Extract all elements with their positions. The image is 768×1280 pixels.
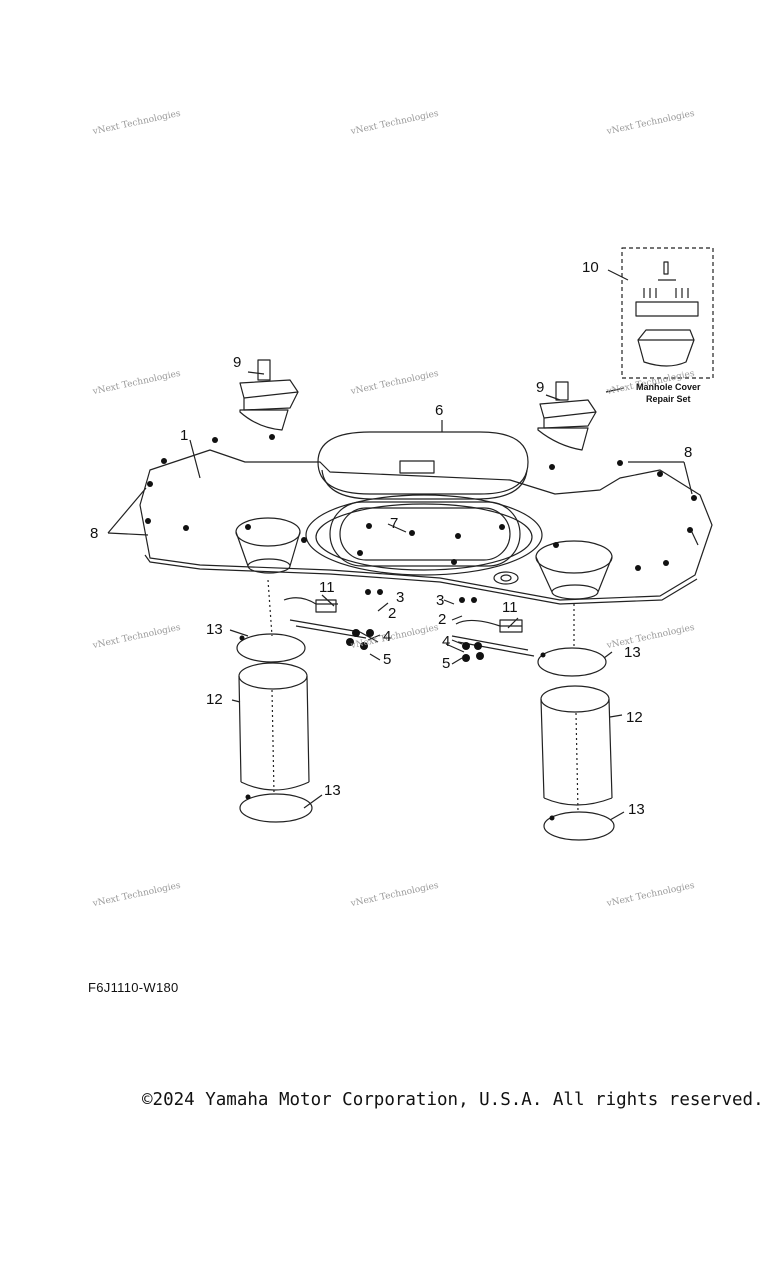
ring-13-left-bottom bbox=[239, 793, 313, 823]
callout-2: 2 bbox=[438, 611, 447, 628]
deck-plate bbox=[139, 449, 713, 601]
left-hole bbox=[235, 517, 301, 547]
callout-5: 5 bbox=[442, 655, 451, 672]
ring-13-left-top bbox=[236, 633, 306, 663]
callout-5: 5 bbox=[383, 651, 392, 668]
repair-set-label-line2: Repair Set bbox=[646, 394, 691, 404]
callout-7: 7 bbox=[390, 515, 399, 532]
callout-9: 9 bbox=[536, 379, 545, 396]
ring-13-right-bottom bbox=[543, 811, 615, 841]
ring-13-right-top bbox=[537, 647, 607, 677]
manhole-gasket bbox=[305, 494, 543, 576]
callout-12: 12 bbox=[206, 691, 223, 708]
callout-6: 6 bbox=[435, 402, 444, 419]
pickup-right bbox=[537, 381, 597, 451]
callout-13: 13 bbox=[628, 801, 645, 818]
callout-11: 11 bbox=[319, 579, 335, 596]
spring-left bbox=[283, 597, 338, 605]
diagram-code: F6J1110-W180 bbox=[88, 980, 179, 995]
callout-3: 3 bbox=[436, 592, 445, 609]
tube-12-left-top bbox=[238, 662, 308, 690]
right-hole bbox=[535, 540, 613, 574]
callout-1: 1 bbox=[180, 427, 189, 444]
callout-4: 4 bbox=[442, 633, 451, 650]
manhole-cover bbox=[317, 431, 529, 495]
repair-set-box bbox=[621, 247, 714, 379]
callout-3: 3 bbox=[396, 589, 405, 606]
callout-10: 10 bbox=[582, 259, 599, 276]
callout-8: 8 bbox=[90, 525, 99, 542]
pickup-left bbox=[239, 359, 299, 431]
callout-13: 13 bbox=[324, 782, 341, 799]
callout-2: 2 bbox=[388, 605, 397, 622]
callout-9: 9 bbox=[233, 354, 242, 371]
callout-4: 4 bbox=[383, 628, 392, 645]
tube-12-right-top bbox=[540, 685, 610, 713]
callout-12: 12 bbox=[626, 709, 643, 726]
callout-13: 13 bbox=[206, 621, 223, 638]
callout-8: 8 bbox=[684, 444, 693, 461]
copyright-notice: ©2024 Yamaha Motor Corporation, U.S.A. A… bbox=[142, 1090, 764, 1110]
callout-11: 11 bbox=[502, 599, 518, 616]
repair-set-label: Manhole Cover bbox=[636, 382, 701, 392]
callout-13: 13 bbox=[624, 644, 641, 661]
